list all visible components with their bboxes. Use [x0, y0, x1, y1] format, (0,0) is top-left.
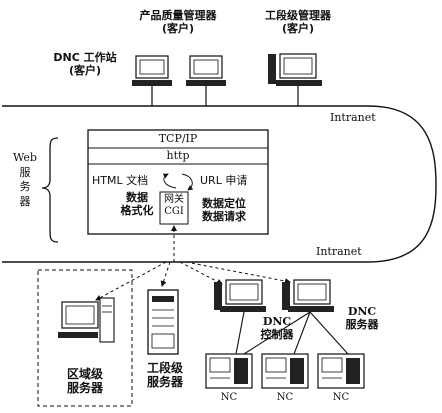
- gateway-cgi-label-line2: CGI: [164, 205, 184, 217]
- web-server-brace: [41, 137, 59, 243]
- web-server-side-label-line2: 服: [19, 165, 31, 179]
- dnc-controller-computer-icon: [214, 279, 266, 312]
- quality-manager-label-line2: (客户): [161, 21, 195, 35]
- nc-machine-2-icon: [261, 353, 309, 389]
- area-server-label-line1: 区域级: [66, 367, 103, 381]
- section-manager-computer-icon: [268, 53, 322, 106]
- data-format-label-line1: 数据: [126, 191, 148, 204]
- data-locate-label: 数据定位 数据请求: [202, 197, 246, 223]
- url-request-label: URL 申请: [200, 174, 248, 187]
- data-format-label: 数据 格式化: [112, 191, 162, 217]
- dnc-controller-label-line1: DNC: [262, 315, 292, 328]
- upper-intranet-line: [2, 105, 437, 263]
- dnc-server-label: DNC 服务器: [334, 305, 390, 331]
- quality-manager-computer-icon: [186, 55, 226, 106]
- dnc-server-label-line2: 服务器: [345, 317, 379, 331]
- quality-manager-label-line1: 产品质量管理器: [139, 9, 217, 22]
- nc-machine-2-label: NC: [276, 392, 294, 403]
- area-server-label-line2: 服务器: [66, 380, 103, 395]
- gateway-cgi-label-line1: 网关: [164, 194, 184, 205]
- section-server-label: 工段级 服务器: [130, 361, 200, 390]
- lower-intranet-label: Intranet: [316, 245, 362, 258]
- nc-machine-3-label: NC: [332, 392, 350, 403]
- dnc-server-computer-icon: [282, 279, 334, 312]
- data-locate-label-line2: 数据请求: [202, 209, 246, 223]
- dnc-workstation-computer-icon: [132, 55, 172, 106]
- protocol-http-label: http: [166, 149, 190, 162]
- web-server-box: [87, 129, 269, 235]
- section-server-label-line1: 工段级: [146, 361, 183, 375]
- data-format-label-line2: 格式化: [120, 203, 154, 217]
- dnc-workstation-label-line1: DNC 工作站: [53, 51, 117, 64]
- area-server-boundary: [37, 269, 133, 407]
- dashed-connections: [95, 225, 291, 301]
- dnc-workstation-label: DNC 工作站 (客户): [42, 51, 128, 77]
- nc-connection-lines: [235, 311, 349, 355]
- protocol-tcpip-label: TCP/IP: [158, 132, 198, 145]
- dnc-workstation-label-line2: (客户): [68, 63, 102, 77]
- web-server-side-label-line3: 务: [19, 180, 31, 194]
- dnc-controller-label-line2: 控制器: [260, 327, 294, 341]
- section-manager-label: 工段级管理器 (客户): [254, 9, 342, 35]
- nc-machine-1-icon: [205, 353, 253, 389]
- upper-intranet-label: Intranet: [330, 111, 376, 124]
- web-server-side-label: Web 服 务 器: [12, 151, 38, 209]
- gateway-cgi-label: 网关 CGI: [160, 194, 188, 217]
- web-server-side-label-line4: 器: [19, 194, 31, 208]
- dnc-controller-label: DNC 控制器: [252, 315, 302, 341]
- section-manager-label-line1: 工段级管理器: [265, 9, 331, 22]
- section-manager-label-line2: (客户): [281, 21, 315, 35]
- data-locate-label-line1: 数据定位: [202, 197, 246, 210]
- quality-manager-label: 产品质量管理器 (客户): [128, 9, 228, 35]
- web-server-side-label-line1: Web: [13, 151, 37, 164]
- section-server-tower-icon: [147, 289, 179, 355]
- dnc-server-label-line1: DNC: [347, 305, 377, 318]
- area-server-computer-icon: [58, 297, 115, 343]
- area-server-label: 区域级 服务器: [50, 367, 120, 396]
- html-document-label: HTML 文档: [92, 174, 149, 187]
- section-server-label-line2: 服务器: [146, 374, 183, 389]
- nc-machine-3-icon: [317, 353, 365, 389]
- nc-machine-1-label: NC: [220, 392, 238, 403]
